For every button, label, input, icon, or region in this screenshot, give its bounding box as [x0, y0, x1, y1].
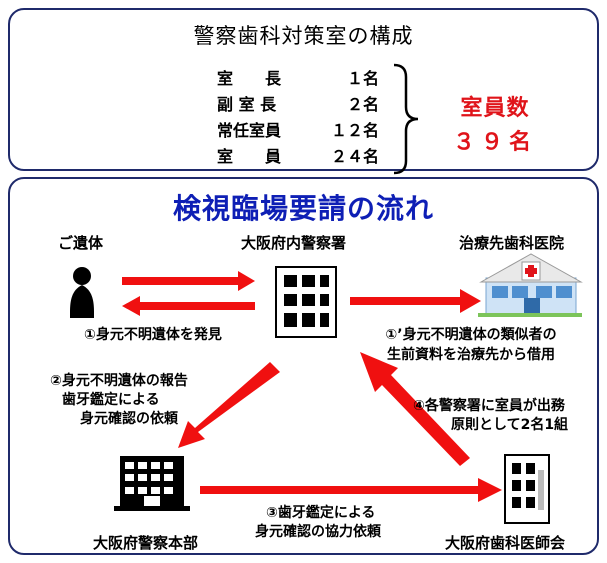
total-members-count: ３９名 [452, 130, 537, 155]
flow-title: 検視臨場要請の流れ [172, 192, 434, 225]
node-dental-assoc-label: 大阪府歯科医師会 [445, 534, 566, 552]
person-icon [70, 267, 94, 318]
step4-line2: 原則として2名1組 [451, 417, 569, 433]
node-clinic-label: 治療先歯科医院 [459, 234, 565, 252]
arrow-to-hq [178, 362, 280, 448]
step1b-line2: 生前資料を治療先から借用 [387, 347, 555, 363]
node-remains-label: ご遺体 [58, 234, 104, 252]
member-role: 常任室員 [217, 121, 282, 140]
police-station-icon [275, 266, 337, 338]
arrow-to-clinic [350, 289, 481, 313]
member-count: １名 [346, 69, 379, 88]
step2-line1: ②身元不明遺体の報告 [50, 373, 188, 389]
step2-line2: 歯牙鑑定による [62, 392, 160, 408]
step3-line2: 身元確認の協力依頼 [255, 524, 381, 540]
member-count: ２４名 [330, 147, 379, 166]
organization-title: 警察歯科対策室の構成 [193, 24, 414, 48]
total-members-label: 室員数 [460, 96, 530, 121]
flow-arrows [122, 271, 502, 502]
right-brace [393, 63, 419, 175]
member-count: １２名 [330, 121, 379, 140]
arrow-to-station [122, 271, 255, 291]
step2-line3: 身元確認の依頼 [80, 411, 178, 427]
member-role: 室 員 [217, 147, 282, 166]
dental-association-icon [504, 454, 550, 524]
node-hq-label: 大阪府警察本部 [93, 534, 199, 552]
arrow-to-remains [122, 296, 255, 316]
step1-label: ①身元不明遺体を発見 [84, 327, 222, 343]
member-count: ２名 [346, 95, 379, 114]
arrow-to-station-from-assoc [360, 352, 470, 466]
organization-panel: 警察歯科対策室の構成 室 長 １名 副 室 長 ２名 常任室員 １２名 室 員 … [8, 8, 599, 175]
police-hq-icon [114, 456, 190, 511]
step4-line1: ④各警察署に室員が出務 [413, 398, 565, 414]
node-police-station-label: 大阪府内警察署 [241, 234, 347, 252]
member-role: 副 室 長 [217, 95, 277, 114]
step3-line1: ③歯牙鑑定による [266, 505, 376, 521]
clinic-icon [478, 253, 583, 317]
arrow-to-dental-assoc [200, 478, 502, 502]
step1b-line1: ①’身元不明遺体の類似者の [385, 327, 557, 343]
member-role: 室 長 [217, 69, 282, 88]
